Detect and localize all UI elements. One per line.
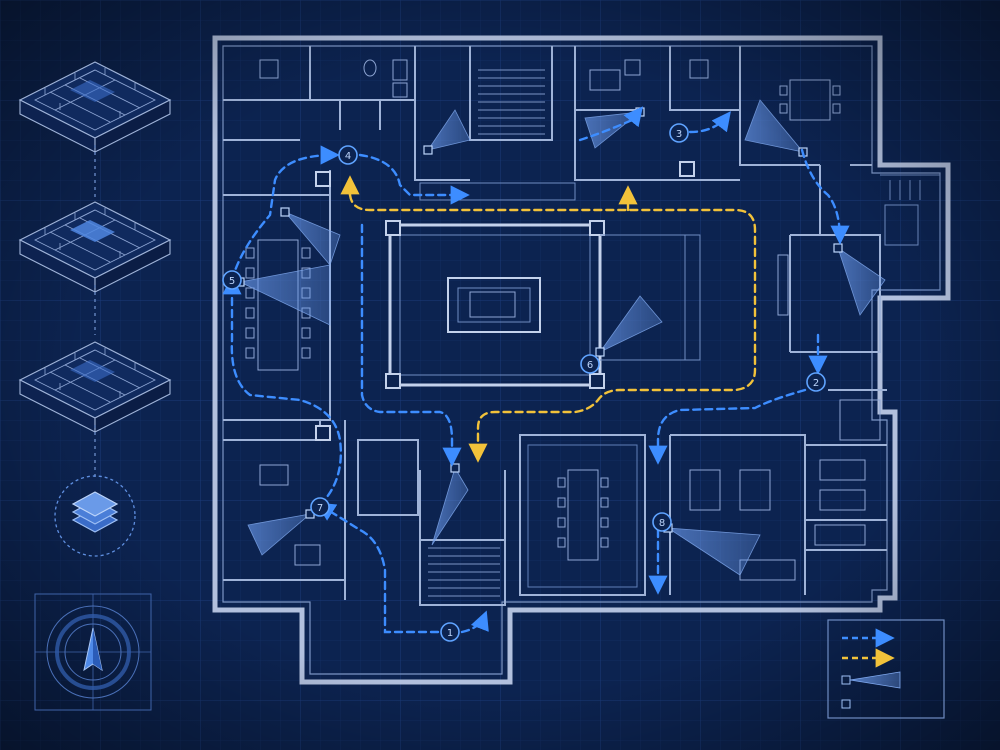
camera-marker-label: 5 [229,276,235,287]
camera-icon[interactable] [833,243,843,253]
legend [827,619,945,719]
camera-marker[interactable]: 2 [806,372,826,392]
camera-marker[interactable]: 3 [669,123,689,143]
camera-marker-label: 7 [317,503,323,514]
layers-icon[interactable] [54,475,136,557]
floor-highlight-zone [70,360,115,382]
camera-marker[interactable]: 8 [652,512,672,532]
camera-icon[interactable] [595,347,605,357]
floor-highlight-zone [70,220,115,242]
floor-level-thumbnail[interactable] [18,341,172,433]
camera-marker-label: 3 [676,129,682,140]
square-icon [841,699,851,709]
camera-marker[interactable]: 5 [222,270,242,290]
camera-marker[interactable]: 6 [580,354,600,374]
camera-marker-label: 6 [587,360,593,371]
floor-highlight-zone [70,80,115,102]
camera-fov-icon [841,671,901,689]
camera-marker-label: 8 [659,518,665,529]
camera-marker-label: 4 [345,151,351,162]
camera-icon[interactable] [423,145,433,155]
camera-marker-label: 1 [447,628,453,639]
camera-icon[interactable] [450,463,460,473]
floor-level-thumbnail[interactable] [18,61,172,153]
camera-marker[interactable]: 4 [338,145,358,165]
floor-walls [34,348,156,411]
camera-marker[interactable]: 1 [440,622,460,642]
camera-icon[interactable] [280,207,290,217]
camera-marker-label: 2 [813,378,819,389]
camera-marker[interactable]: 7 [310,497,330,517]
floor-level-stack [18,61,172,433]
compass-icon [34,593,152,711]
